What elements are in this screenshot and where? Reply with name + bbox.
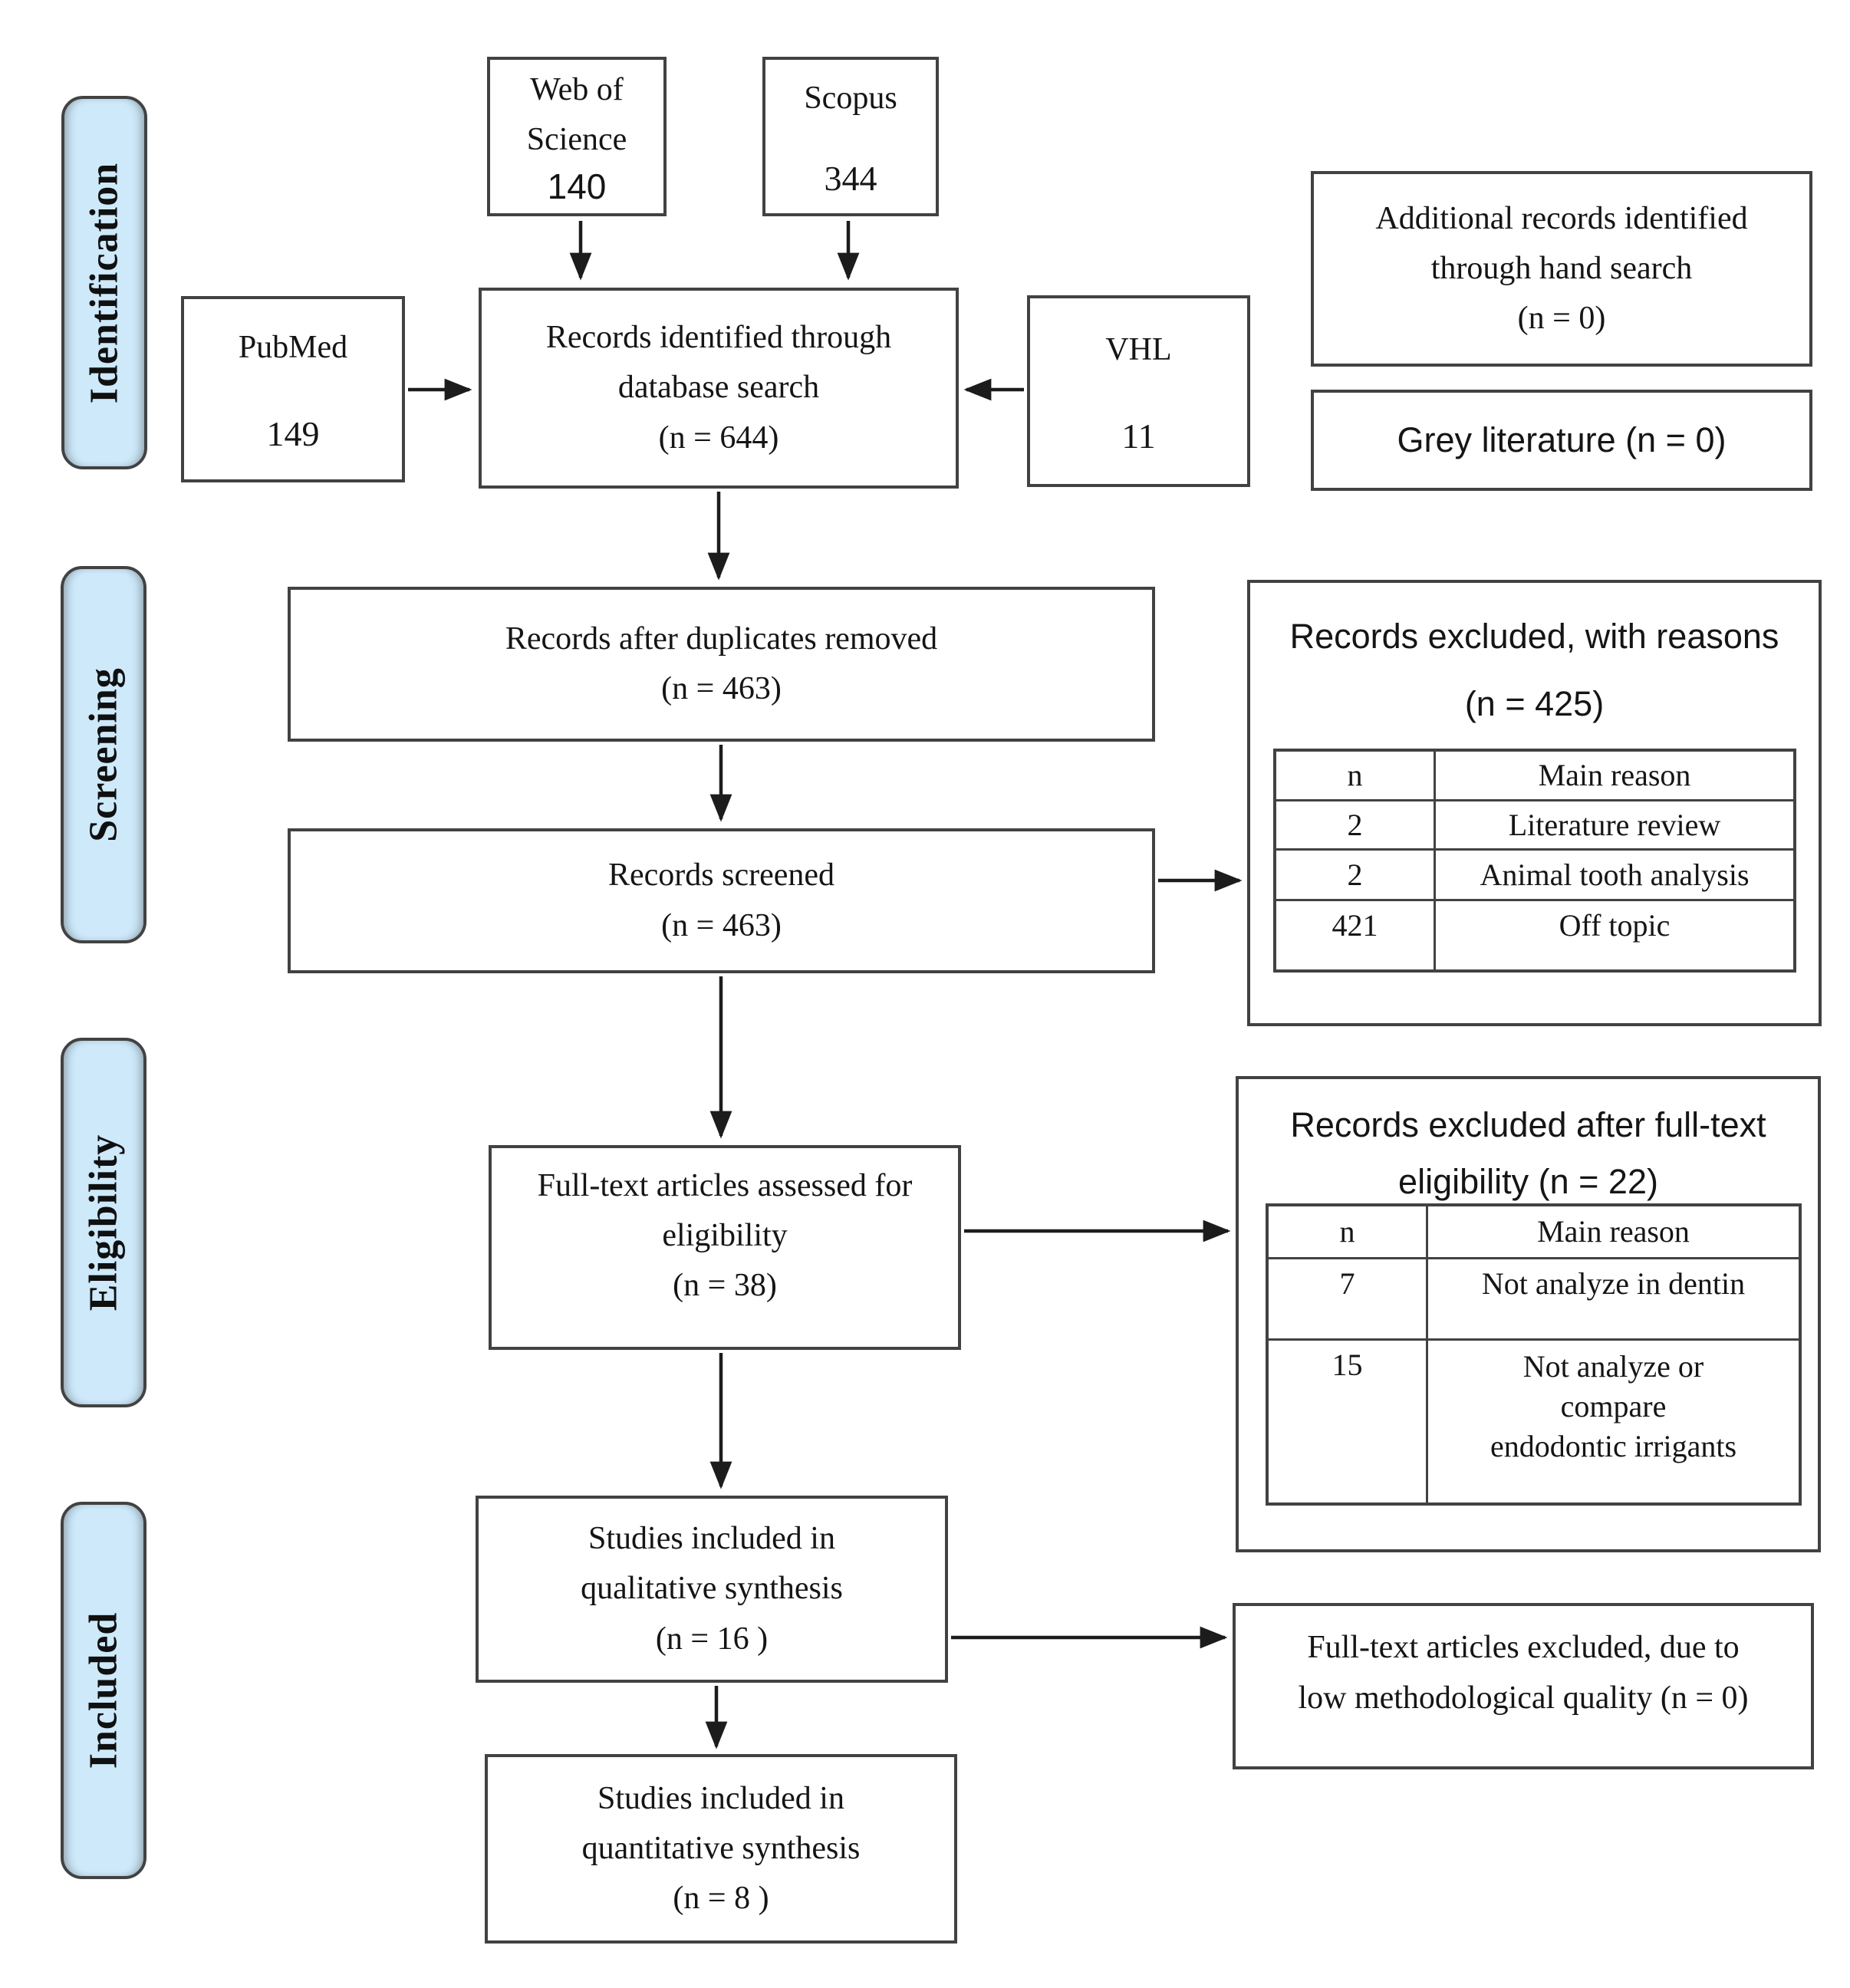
excluded-screening-row1-n: 2 xyxy=(1276,799,1434,848)
excluded-fulltext-row2-reason: Not analyze or compare endodontic irriga… xyxy=(1426,1338,1799,1503)
scopus-count: 344 xyxy=(824,158,877,198)
vhl-box: VHL 11 xyxy=(1027,295,1250,487)
excluded-screening-row2-n: 2 xyxy=(1276,848,1434,899)
excluded-screening-col-n: n xyxy=(1347,758,1363,792)
excluded-screening-row1-reason: Literature review xyxy=(1434,799,1793,848)
vhl-count: 11 xyxy=(1121,416,1156,456)
duplicates-removed-n: (n = 463) xyxy=(661,671,782,706)
quantitative-line2: quantitative synthesis xyxy=(581,1830,861,1866)
stage-screening-label: Screening xyxy=(81,667,126,842)
excluded-screening-row3-reason: Off topic xyxy=(1434,899,1793,969)
vhl-label: VHL xyxy=(1105,331,1172,367)
table-row: 15 Not analyze or compare endodontic irr… xyxy=(1269,1338,1799,1503)
table-row: n Main reason xyxy=(1269,1206,1799,1257)
excluded-screening-table: n Main reason 2 Literature review 2 Anim… xyxy=(1273,749,1796,973)
excluded-quality-box: Full-text articles excluded, due to low … xyxy=(1233,1603,1814,1769)
web-of-science-label-line2: Science xyxy=(526,122,627,158)
hand-search-line1: Additional records identified xyxy=(1375,200,1748,236)
records-identified-line1: Records identified through xyxy=(545,320,892,356)
fulltext-assessed-line1: Full-text articles assessed for xyxy=(537,1167,913,1203)
excluded-quality-line2: low methodological quality (n = 0) xyxy=(1298,1680,1749,1716)
excluded-fulltext-title-line2: eligibility (n = 22) xyxy=(1398,1161,1658,1201)
table-row: 421 Off topic xyxy=(1276,899,1793,969)
excluded-fulltext-col-reason: Main reason xyxy=(1426,1206,1799,1257)
hand-search-n: (n = 0) xyxy=(1517,301,1606,337)
grey-literature-box: Grey literature (n = 0) xyxy=(1311,390,1812,491)
excluded-quality-line1: Full-text articles excluded, due to xyxy=(1307,1630,1740,1666)
records-identified-line2: database search xyxy=(617,370,820,406)
stage-identification: Identification xyxy=(61,96,147,469)
excluded-screening-title: Records excluded, with reasons xyxy=(1289,617,1779,656)
quantitative-n: (n = 8 ) xyxy=(673,1881,769,1917)
scopus-label: Scopus xyxy=(804,80,897,116)
excluded-fulltext-title-line1: Records excluded after full-text xyxy=(1290,1105,1766,1144)
duplicates-removed-line1: Records after duplicates removed xyxy=(505,620,938,657)
quantitative-synthesis-box: Studies included in quantitative synthes… xyxy=(485,1754,957,1944)
hand-search-box: Additional records identified through ha… xyxy=(1311,171,1812,367)
excluded-fulltext-col-n: n xyxy=(1339,1214,1355,1249)
excluded-screening-n: (n = 425) xyxy=(1464,683,1605,723)
qualitative-line1: Studies included in xyxy=(588,1521,835,1557)
table-row: 2 Animal tooth analysis xyxy=(1276,848,1793,899)
table-row: 7 Not analyze in dentin xyxy=(1269,1257,1799,1338)
grey-literature-label: Grey literature (n = 0) xyxy=(1397,420,1727,460)
excluded-screening-col-reason: Main reason xyxy=(1434,752,1793,799)
fulltext-assessed-box: Full-text articles assessed for eligibil… xyxy=(489,1145,961,1350)
excluded-screening-row2-reason: Animal tooth analysis xyxy=(1434,848,1793,899)
table-row: 2 Literature review xyxy=(1276,799,1793,848)
excluded-fulltext-table: n Main reason 7 Not analyze in dentin 15… xyxy=(1266,1203,1802,1506)
stage-identification-label: Identification xyxy=(82,162,127,403)
web-of-science-count: 140 xyxy=(547,166,607,206)
records-identified-box: Records identified through database sear… xyxy=(479,288,959,489)
qualitative-n: (n = 16 ) xyxy=(655,1621,769,1657)
fulltext-assessed-line2: eligibility xyxy=(662,1217,788,1253)
qualitative-synthesis-box: Studies included in qualitative synthesi… xyxy=(476,1496,948,1683)
excluded-fulltext-row1-reason: Not analyze in dentin xyxy=(1426,1257,1799,1338)
pubmed-box: PubMed 149 xyxy=(181,296,405,482)
pubmed-count: 149 xyxy=(266,414,320,454)
stage-included: Included xyxy=(61,1502,146,1879)
stage-eligibility: Eligibility xyxy=(61,1038,146,1407)
excluded-fulltext-row1-n: 7 xyxy=(1269,1257,1426,1338)
records-identified-n: (n = 644) xyxy=(658,420,779,456)
excluded-fulltext-row2-n: 15 xyxy=(1269,1338,1426,1503)
duplicates-removed-box: Records after duplicates removed (n = 46… xyxy=(288,587,1155,742)
web-of-science-label-line1: Web of xyxy=(530,72,624,108)
table-row: n Main reason xyxy=(1276,752,1793,799)
excluded-screening-row3-n: 421 xyxy=(1276,899,1434,969)
stage-eligibility-label: Eligibility xyxy=(81,1134,126,1312)
hand-search-line2: through hand search xyxy=(1430,250,1693,286)
excluded-fulltext-box: Records excluded after full-text eligibi… xyxy=(1236,1076,1821,1552)
records-screened-box: Records screened (n = 463) xyxy=(288,828,1155,973)
excluded-screening-box: Records excluded, with reasons (n = 425)… xyxy=(1247,580,1822,1026)
stage-screening: Screening xyxy=(61,566,146,943)
records-screened-line1: Records screened xyxy=(607,857,835,894)
web-of-science-box: Web of Science 140 xyxy=(487,57,667,216)
scopus-box: Scopus 344 xyxy=(762,57,939,216)
quantitative-line1: Studies included in xyxy=(597,1780,844,1816)
records-screened-n: (n = 463) xyxy=(661,907,782,943)
pubmed-label: PubMed xyxy=(238,330,348,366)
qualitative-line2: qualitative synthesis xyxy=(581,1571,843,1607)
fulltext-assessed-n: (n = 38) xyxy=(673,1268,777,1304)
stage-included-label: Included xyxy=(81,1611,126,1769)
